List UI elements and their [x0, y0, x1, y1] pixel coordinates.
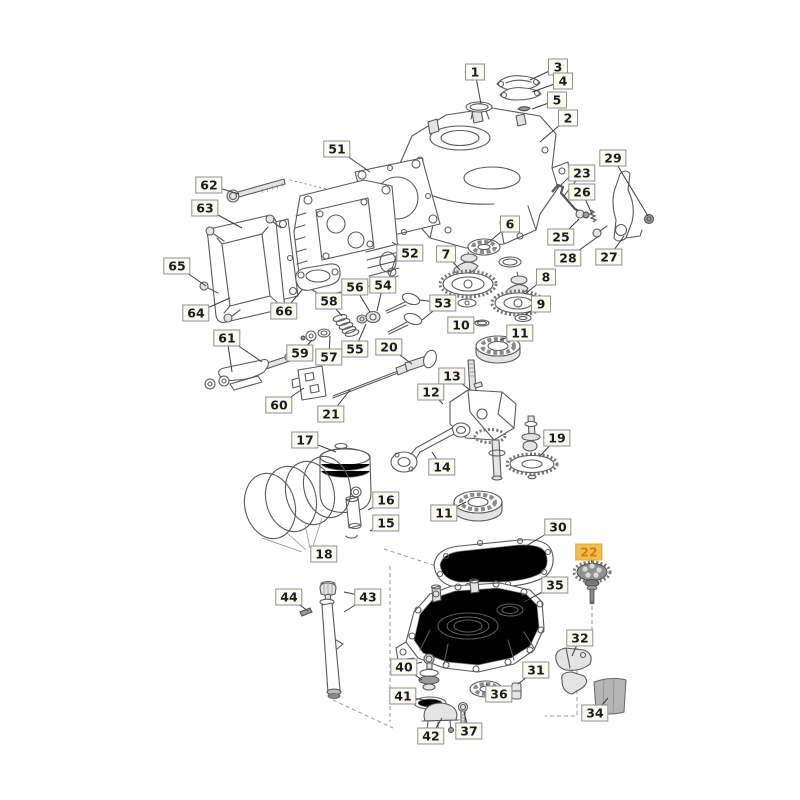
part-label-18[interactable]: 18	[310, 545, 338, 563]
part-label-62[interactable]: 62	[195, 176, 223, 194]
part-label-1[interactable]: 1	[465, 63, 485, 81]
part-label-2[interactable]: 2	[558, 109, 578, 127]
part-label-16[interactable]: 16	[372, 491, 400, 509]
part-label-26[interactable]: 26	[568, 183, 596, 201]
part-label-56[interactable]: 56	[341, 278, 369, 296]
part-label-31[interactable]: 31	[522, 661, 550, 679]
leader-line-29	[612, 157, 649, 217]
connecting-rod	[390, 422, 471, 473]
part-label-27[interactable]: 27	[595, 248, 623, 266]
part-label-35[interactable]: 35	[541, 576, 569, 594]
part-label-14[interactable]: 14	[428, 458, 456, 476]
part-label-29[interactable]: 29	[599, 149, 627, 167]
part-label-17[interactable]: 17	[291, 431, 319, 449]
part-label-23[interactable]: 23	[568, 164, 596, 182]
part-label-22[interactable]: 22	[575, 543, 603, 561]
governor-linkage	[551, 170, 654, 242]
part-label-11b[interactable]: 11	[430, 504, 458, 522]
part-label-44[interactable]: 44	[275, 588, 303, 606]
part-label-59[interactable]: 59	[286, 344, 314, 362]
part-label-5[interactable]: 5	[547, 91, 567, 109]
oil-plug	[511, 682, 522, 700]
rocker-assembly	[204, 352, 294, 391]
part-label-55[interactable]: 55	[341, 340, 369, 358]
head-bolt	[226, 178, 286, 203]
part-label-43[interactable]: 43	[354, 588, 382, 606]
drain-bolt-stack	[418, 653, 440, 691]
dipstick	[299, 580, 344, 699]
part-label-15[interactable]: 15	[372, 514, 400, 532]
piston-rings	[243, 455, 352, 553]
part-label-61[interactable]: 61	[213, 329, 241, 347]
part-label-65[interactable]: 65	[163, 257, 191, 275]
part-label-13[interactable]: 13	[438, 367, 466, 385]
part-label-9[interactable]: 9	[531, 295, 551, 313]
part-label-19[interactable]: 19	[543, 429, 571, 447]
guide-plate	[291, 365, 327, 401]
part-label-64[interactable]: 64	[182, 304, 210, 322]
part-label-32[interactable]: 32	[566, 629, 594, 647]
piston-assembly	[319, 442, 372, 539]
part-label-4[interactable]: 4	[553, 72, 573, 90]
exhaust-gasket	[295, 263, 341, 291]
valve-cover	[199, 214, 285, 323]
part-label-11a[interactable]: 11	[506, 324, 534, 342]
part-label-21[interactable]: 21	[317, 405, 345, 423]
part-label-36[interactable]: 36	[485, 685, 513, 703]
part-label-10[interactable]: 10	[447, 316, 475, 334]
ball-bearing-lower	[453, 490, 503, 522]
cam-gears	[438, 251, 546, 327]
governor-gear	[572, 560, 612, 605]
part-label-34[interactable]: 34	[581, 704, 609, 722]
part-label-66[interactable]: 66	[270, 302, 298, 320]
sump-gasket	[433, 537, 554, 590]
camshaft	[505, 415, 559, 480]
part-label-40[interactable]: 40	[390, 658, 418, 676]
oil-guides	[555, 647, 592, 695]
part-label-37[interactable]: 37	[455, 722, 483, 740]
part-label-20[interactable]: 20	[375, 338, 403, 356]
oil-sump	[395, 578, 545, 673]
part-label-51[interactable]: 51	[323, 140, 351, 158]
breather-plates	[496, 75, 542, 112]
part-label-63[interactable]: 63	[191, 199, 219, 217]
part-label-58[interactable]: 58	[315, 292, 343, 310]
part-label-57[interactable]: 57	[315, 348, 343, 366]
part-label-41[interactable]: 41	[389, 687, 417, 705]
part-label-30[interactable]: 30	[544, 518, 572, 536]
oil-seal-upper	[467, 238, 522, 268]
part-label-53[interactable]: 53	[429, 294, 457, 312]
part-label-8[interactable]: 8	[536, 268, 556, 286]
part-label-60[interactable]: 60	[265, 396, 293, 414]
part-label-52[interactable]: 52	[396, 244, 424, 262]
filler-neck-ring	[465, 101, 493, 120]
part-label-12[interactable]: 12	[417, 383, 445, 401]
push-rod-and-shaft	[332, 349, 437, 399]
part-label-42[interactable]: 42	[417, 727, 445, 745]
part-label-54[interactable]: 54	[369, 276, 397, 294]
part-label-6[interactable]: 6	[500, 215, 520, 233]
part-label-7[interactable]: 7	[436, 245, 456, 263]
valve-spring-group	[300, 310, 381, 342]
valves	[385, 292, 423, 335]
part-label-25[interactable]: 25	[547, 228, 575, 246]
part-label-28[interactable]: 28	[554, 249, 582, 267]
